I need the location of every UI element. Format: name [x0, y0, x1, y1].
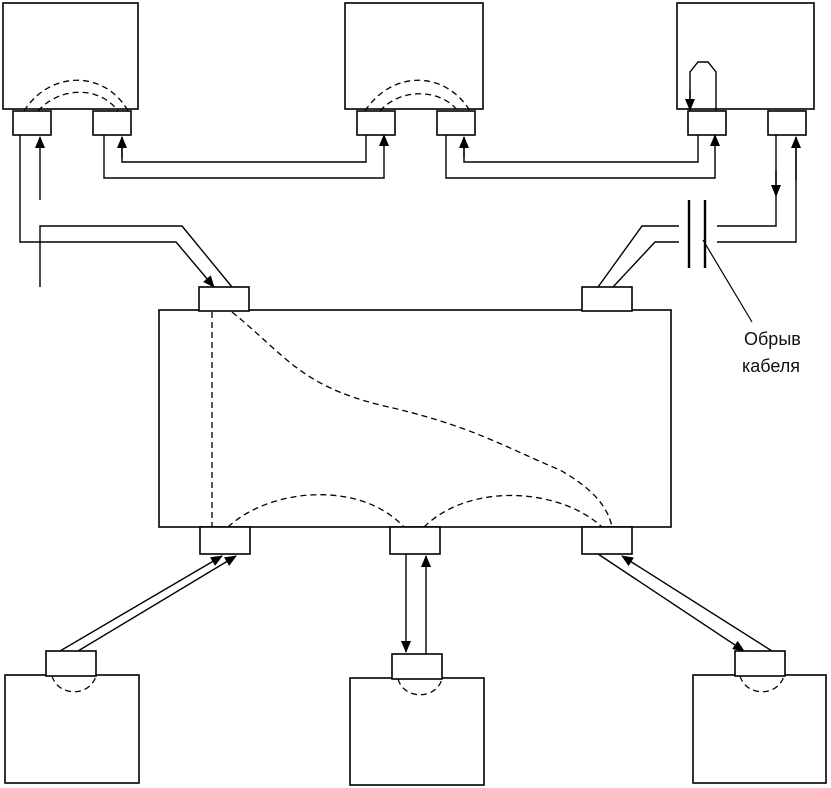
hub-port-top-right [581, 286, 633, 312]
port-top-middle-a [356, 110, 396, 136]
dashed-path-top-left-outer [23, 79, 129, 112]
hub [158, 309, 672, 528]
dashed-path-top-middle-outer [364, 79, 471, 112]
port-top-left-a [12, 110, 52, 136]
cable-hub-to-bottom-right-b [621, 555, 773, 652]
hub-port-bottom-left [199, 526, 251, 555]
cable-hub-to-bottom-left-a [59, 555, 223, 652]
cable-break-leader-line [702, 239, 753, 323]
dashed-path-bottom-left [51, 675, 97, 693]
dashed-path-bottom-right [739, 675, 785, 693]
dashed-path-top-middle-inner [379, 93, 459, 112]
node-bottom-right [692, 674, 827, 784]
cable-top-right-to-break [717, 194, 777, 227]
dashed-path-top-left-inner [37, 91, 119, 112]
cable-top-left-to-top-middle-a [103, 134, 389, 179]
cable-hub-to-break-b [612, 241, 679, 288]
cable-hub-to-bottom-right-a [597, 553, 745, 652]
hub-port-top-left [198, 286, 250, 312]
cable-break-label-line1: Обрыв [744, 329, 801, 349]
cable-top-middle-to-top-right-a [445, 134, 720, 179]
hub-port-bottom-right [581, 526, 633, 555]
loopback-line [689, 61, 717, 111]
cable-hub-to-break-a [597, 225, 679, 288]
port-bottom-right [734, 650, 786, 677]
cable-top-left-to-hub-a [19, 135, 215, 288]
dashed-path-hub-bottom-arc1 [227, 494, 405, 528]
port-bottom-left [45, 650, 97, 677]
port-top-middle-b [436, 110, 476, 136]
node-top-right [676, 2, 815, 110]
dashed-path-hub-bottom-arc2 [423, 494, 603, 528]
node-bottom-middle [349, 677, 485, 786]
node-top-left [2, 2, 139, 110]
hub-port-bottom-mid [389, 526, 441, 555]
cable-hub-to-bottom-left-b [77, 555, 237, 652]
node-top-middle [344, 2, 484, 110]
dashed-path-bottom-middle [397, 678, 443, 696]
port-bottom-middle [391, 653, 443, 680]
cable-top-left-to-hub-b [39, 225, 233, 288]
cable-break-label-line2: кабеля [742, 356, 800, 376]
cable-top-left-to-top-middle-b [121, 135, 367, 163]
port-top-left-b [92, 110, 132, 136]
cable-break [687, 200, 753, 323]
port-top-right-b [767, 110, 807, 136]
node-bottom-left [4, 674, 140, 784]
cable-top-middle-to-top-right-b [463, 135, 699, 163]
port-top-right-a [687, 110, 727, 136]
